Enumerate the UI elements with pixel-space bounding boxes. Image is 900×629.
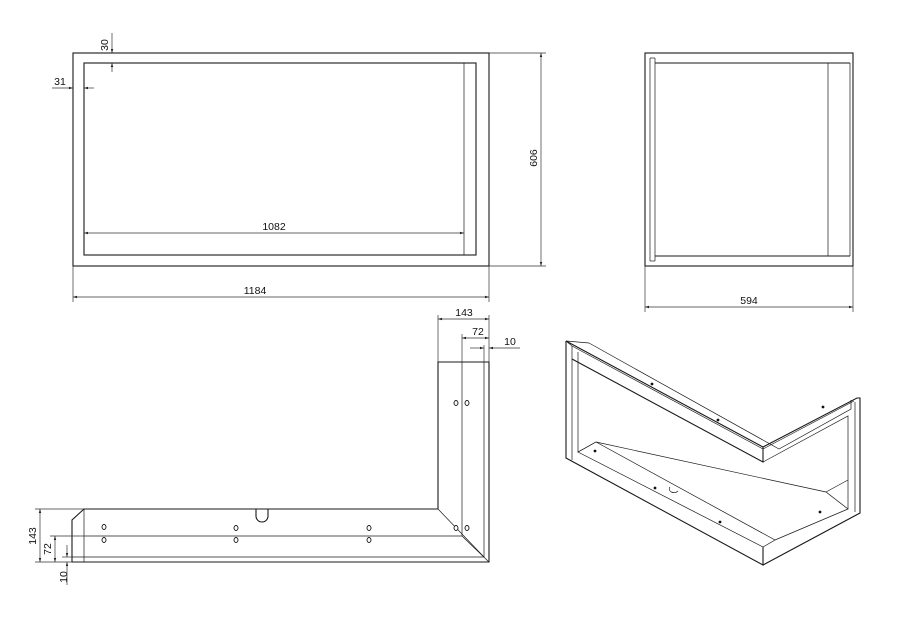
dim-text-30: 30: [99, 39, 111, 51]
dimension-inner-width: 1082: [84, 221, 464, 235]
dimension-left-143: 143: [27, 508, 84, 563]
dimension-top-143: 143: [437, 307, 490, 362]
dim-text-143: 143: [455, 307, 473, 319]
top-notch: [255, 509, 269, 523]
iso-floor-back: [595, 441, 849, 541]
top-diag-2: [461, 535, 490, 563]
dimension-left-72: 72: [42, 535, 84, 562]
iso-back-corner: [565, 340, 590, 344]
iso-notch: [668, 486, 679, 493]
dimension-height: 606: [489, 52, 546, 267]
mounting-holes: [101, 400, 470, 543]
dimension-top-10: 10: [470, 336, 520, 362]
iso-holes: [593, 382, 825, 524]
side-outer-frame: [644, 52, 854, 267]
dimension-frame-top: 30: [99, 33, 114, 72]
dim-text-606: 606: [528, 149, 540, 167]
iso-back-strip: [588, 342, 852, 450]
side-view: 594: [644, 52, 854, 312]
dimension-top-72: 72: [461, 326, 489, 362]
top-diag-1: [437, 508, 485, 558]
front-view: 30 31 1082 1184 606: [52, 33, 546, 302]
iso-right-wall: [762, 397, 861, 566]
iso-top-left-inner: [571, 345, 764, 450]
top-l-outline: [71, 361, 490, 563]
front-outer-frame: [72, 52, 490, 267]
top-view: 143 72 10 143 72: [27, 307, 520, 585]
dim-text-31: 31: [54, 76, 66, 88]
dimension-left-10: 10: [58, 545, 72, 585]
iso-top-left-rim: [565, 340, 764, 463]
dimension-outer-width: 1184: [72, 266, 490, 302]
dim-text-594: 594: [740, 295, 758, 307]
dim-text-v143: 143: [27, 527, 39, 545]
dim-text-v72: 72: [42, 543, 54, 555]
dim-text-72: 72: [472, 326, 484, 338]
isometric-view: [565, 340, 861, 566]
dimension-frame-side: 31: [52, 76, 94, 90]
dimension-depth: 594: [644, 266, 854, 312]
dim-text-1184: 1184: [244, 285, 267, 297]
iso-right-inner: [762, 415, 849, 509]
dim-text-1082: 1082: [262, 221, 286, 233]
dim-text-10: 10: [504, 336, 516, 348]
iso-front-bottom: [565, 341, 764, 566]
dim-text-v10: 10: [58, 571, 70, 583]
iso-left-edge: [565, 340, 573, 460]
iso-right-top: [762, 400, 855, 450]
iso-floor-corner: [825, 479, 849, 493]
iso-floor-left: [577, 441, 776, 548]
